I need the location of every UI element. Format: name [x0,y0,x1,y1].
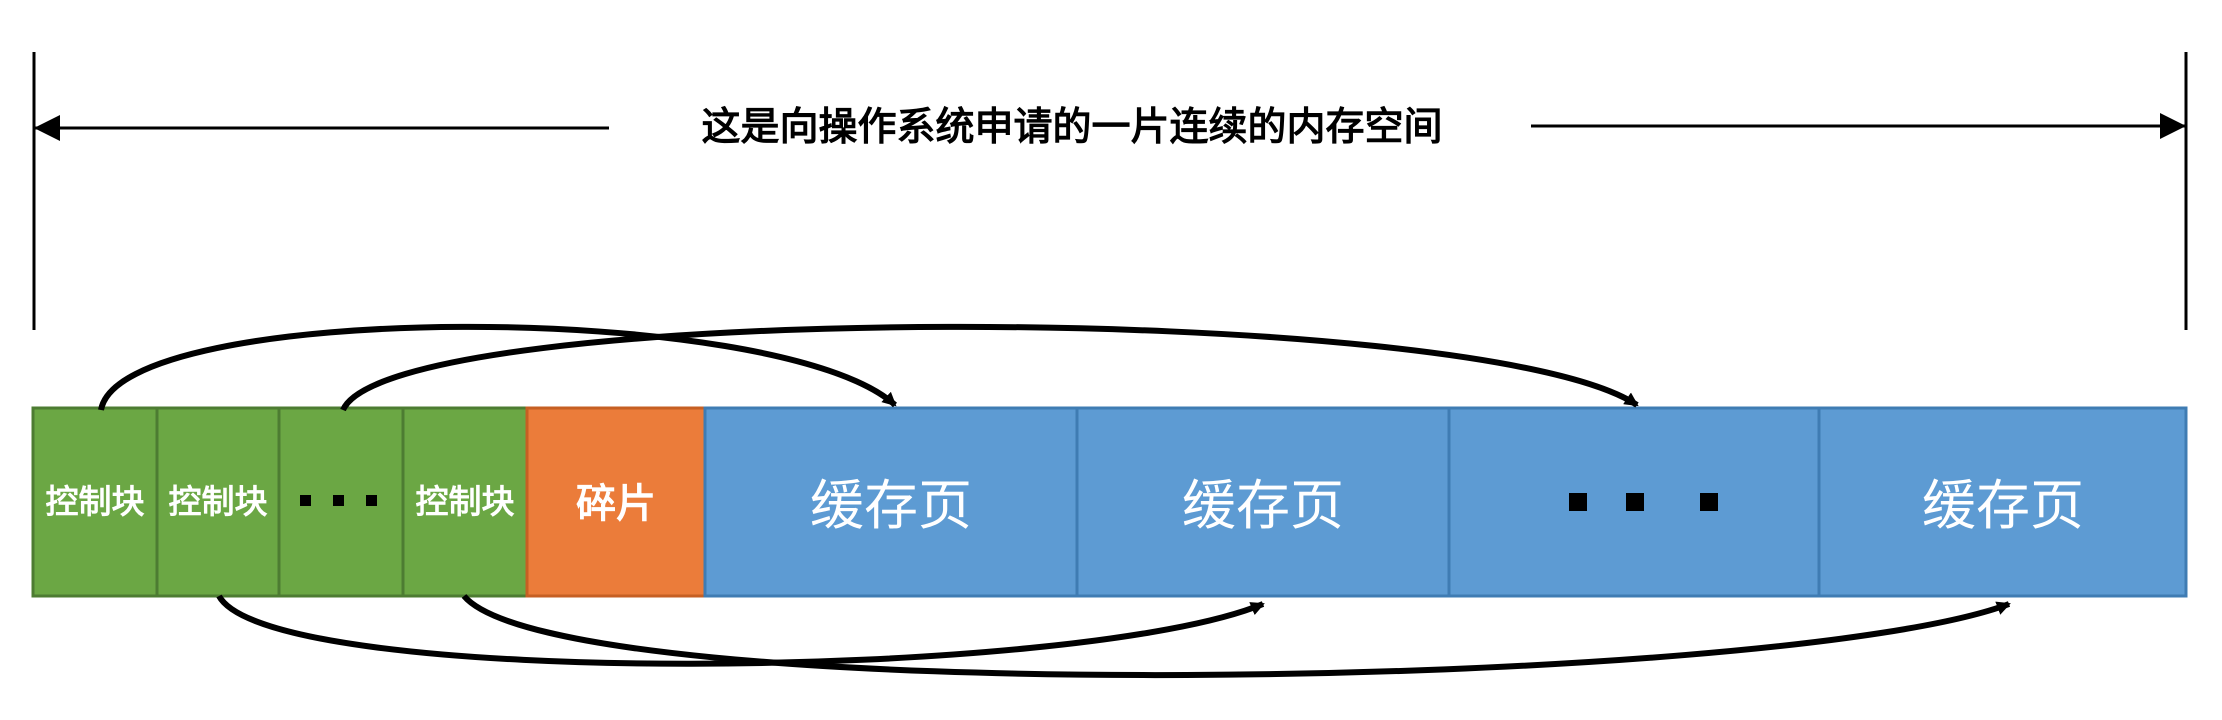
link-control-2-to-page-2 [216,594,1265,667]
fragment-block [525,406,707,598]
link-control-4-to-page-4 [461,594,2011,679]
memory-blocks: 控制块 控制块 控制块 碎片 缓存页 缓存页 缓存页 [31,406,2188,598]
cache-page-1 [703,406,1079,598]
control-block-1 [31,406,159,598]
control-block-4-label: 控制块 [416,482,515,521]
cache-page-1-label: 缓存页 [810,474,972,537]
cache-page-4 [1817,406,2188,598]
control-to-page-links [98,323,2011,679]
right-span-arrowhead [2160,113,2186,139]
link-control-1-to-page-1 [98,323,898,411]
memory-span-label: 这是向操作系统申请的一片连续的内存空间 [701,105,1442,150]
memory-span-indicator: 这是向操作系统申请的一片连续的内存空间 [32,52,2188,330]
control-block-2 [155,406,281,598]
fragment-label: 碎片 [576,481,656,527]
left-span-arrowhead [34,115,60,141]
cache-page-ellipsis-icon [1569,493,1718,511]
cache-page-4-label: 缓存页 [1922,474,2084,537]
control-block-ellipsis-icon [300,495,377,506]
control-block-2-label: 控制块 [169,482,268,521]
cache-page-2-label: 缓存页 [1182,474,1344,537]
cache-page-2 [1075,406,1451,598]
control-block-1-label: 控制块 [46,482,145,521]
link-control-3-to-page-3 [340,323,1639,412]
